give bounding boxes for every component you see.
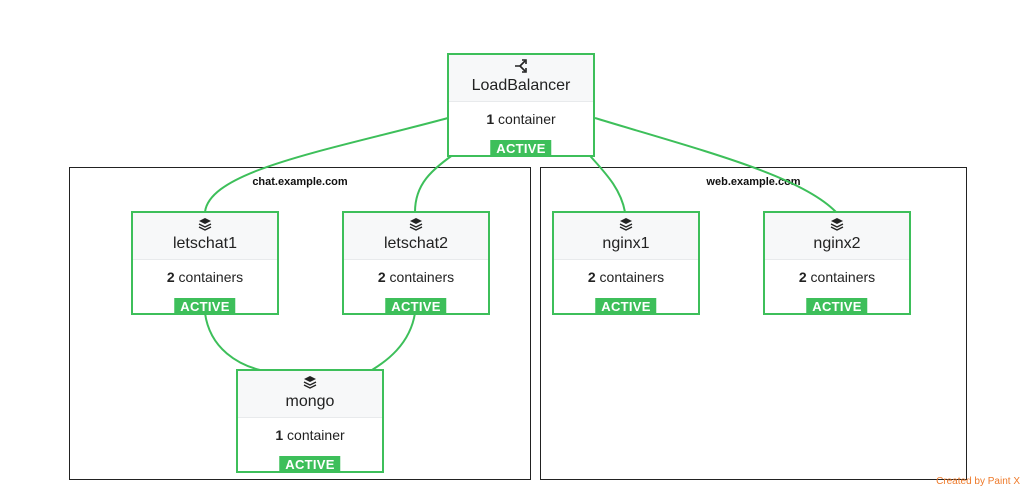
- service-header: nginx1: [554, 213, 698, 260]
- service-header: LoadBalancer: [449, 55, 593, 102]
- link-lb-letschat2: [414, 149, 461, 213]
- service-header: letschat2: [344, 213, 488, 260]
- service-nginx1[interactable]: nginx1 2 containers ACTIVE: [552, 211, 700, 315]
- container-count: 1 container: [238, 418, 382, 443]
- container-count-value: 2: [166, 269, 175, 285]
- service-nginx2[interactable]: nginx2 2 containers ACTIVE: [763, 211, 911, 315]
- container-count: 2 containers: [344, 260, 488, 285]
- container-count-value: 1: [486, 111, 495, 127]
- stack-icon: [238, 371, 382, 391]
- link-lb-letschat1: [204, 117, 449, 213]
- service-name: nginx2: [813, 235, 861, 252]
- service-loadbalancer[interactable]: LoadBalancer 1 container ACTIVE: [447, 53, 595, 157]
- service-name: mongo: [285, 393, 335, 410]
- container-count-value: 1: [275, 427, 284, 443]
- service-header: nginx2: [765, 213, 909, 260]
- container-count-value: 2: [377, 269, 386, 285]
- status-badge: ACTIVE: [279, 456, 341, 473]
- service-name: LoadBalancer: [471, 77, 571, 94]
- status-badge: ACTIVE: [806, 298, 868, 315]
- link-letschat2-mongo: [371, 312, 416, 371]
- stack-icon: [133, 213, 277, 233]
- stack-icon: [554, 213, 698, 233]
- host-chat: chat.example.com: [69, 167, 531, 480]
- container-count: 2 containers: [765, 260, 909, 285]
- service-name: nginx1: [602, 235, 650, 252]
- link-letschat1-mongo: [204, 312, 261, 371]
- service-header: letschat1: [133, 213, 277, 260]
- service-letschat2[interactable]: letschat2 2 containers ACTIVE: [342, 211, 490, 315]
- container-count: 2 containers: [133, 260, 277, 285]
- load-balancer-icon: [449, 55, 593, 75]
- status-badge: ACTIVE: [385, 298, 447, 315]
- container-count-unit: containers: [389, 269, 455, 285]
- host-label-web: web.example.com: [706, 176, 801, 188]
- container-count-unit: container: [287, 427, 345, 443]
- stack-icon: [344, 213, 488, 233]
- stack-icon: [765, 213, 909, 233]
- service-letschat1[interactable]: letschat1 2 containers ACTIVE: [131, 211, 279, 315]
- link-lb-nginx1: [584, 149, 626, 213]
- container-count-unit: containers: [599, 269, 665, 285]
- service-header: mongo: [238, 371, 382, 418]
- status-badge: ACTIVE: [595, 298, 657, 315]
- container-count: 2 containers: [554, 260, 698, 285]
- container-count-value: 2: [587, 269, 596, 285]
- container-count-value: 2: [798, 269, 807, 285]
- watermark: Created by Paint X: [936, 476, 1020, 487]
- container-count-unit: containers: [810, 269, 876, 285]
- status-badge: ACTIVE: [174, 298, 236, 315]
- host-label-chat: chat.example.com: [252, 176, 348, 188]
- service-name: letschat2: [383, 235, 449, 252]
- service-name: letschat1: [172, 235, 238, 252]
- container-count: 1 container: [449, 102, 593, 127]
- status-badge: ACTIVE: [490, 140, 552, 157]
- service-mongo[interactable]: mongo 1 container ACTIVE: [236, 369, 384, 473]
- container-count-unit: containers: [178, 269, 244, 285]
- container-count-unit: container: [498, 111, 556, 127]
- link-lb-nginx2: [594, 117, 837, 213]
